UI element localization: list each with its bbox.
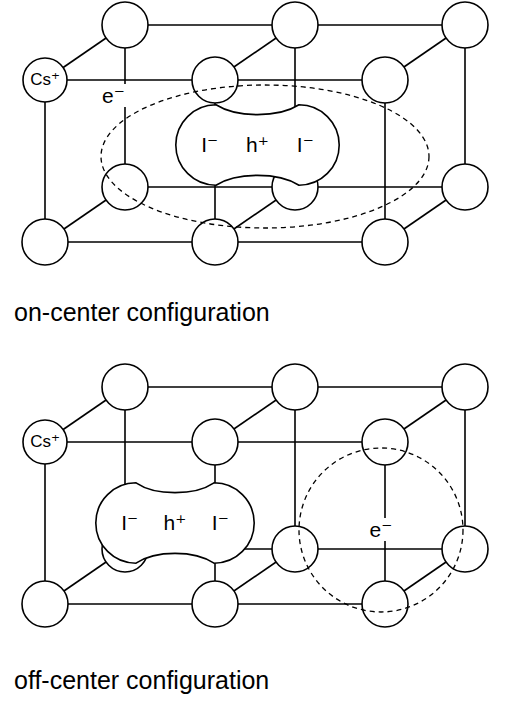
electron-label: e⁻ (100, 84, 127, 107)
cation-circle: Cs⁺ (22, 57, 68, 103)
ion-label: h⁺ (164, 511, 187, 534)
hole-dumbbell (176, 105, 339, 185)
electron-label: e⁻ (368, 518, 395, 541)
ion-circle (23, 58, 67, 102)
electron-cloud: e⁻ (298, 447, 464, 613)
electron-cloud-outline (101, 85, 429, 228)
ion-label: I⁻ (297, 133, 314, 156)
ion-label: Cs⁺ (30, 432, 60, 451)
text-group: I⁻ h⁺ I⁻ (201, 133, 314, 156)
configuration-caption: off-center configuration (14, 666, 269, 695)
hole-dumbbell (96, 483, 254, 563)
self-trapped-hole: I⁻ h⁺ I⁻ (95, 482, 255, 564)
text-group: I⁻ h⁺ I⁻ (121, 511, 229, 534)
ion-label: h⁺ (246, 133, 269, 156)
text-group: e⁻ (368, 518, 395, 542)
ion-label: I⁻ (121, 511, 138, 534)
lattice-bottom (22, 364, 488, 627)
electron-cloud-outline (299, 448, 463, 612)
configuration-caption: on-center configuration (14, 298, 270, 327)
ion-label: Cs⁺ (30, 70, 60, 89)
cation-circle: Cs⁺ (22, 419, 68, 465)
ion-circle (23, 420, 67, 464)
self-trapped-hole: I⁻ h⁺ I⁻ (175, 104, 340, 186)
text-group: Cs⁺ (30, 70, 60, 90)
ion-label: I⁻ (212, 511, 229, 534)
electron-cloud: I⁻ h⁺ I⁻ e⁻ (100, 84, 430, 229)
text-group: e⁻ (100, 84, 127, 108)
ion-label: I⁻ (201, 133, 218, 156)
lattice-top (22, 2, 488, 265)
text-group: Cs⁺ (30, 432, 60, 452)
